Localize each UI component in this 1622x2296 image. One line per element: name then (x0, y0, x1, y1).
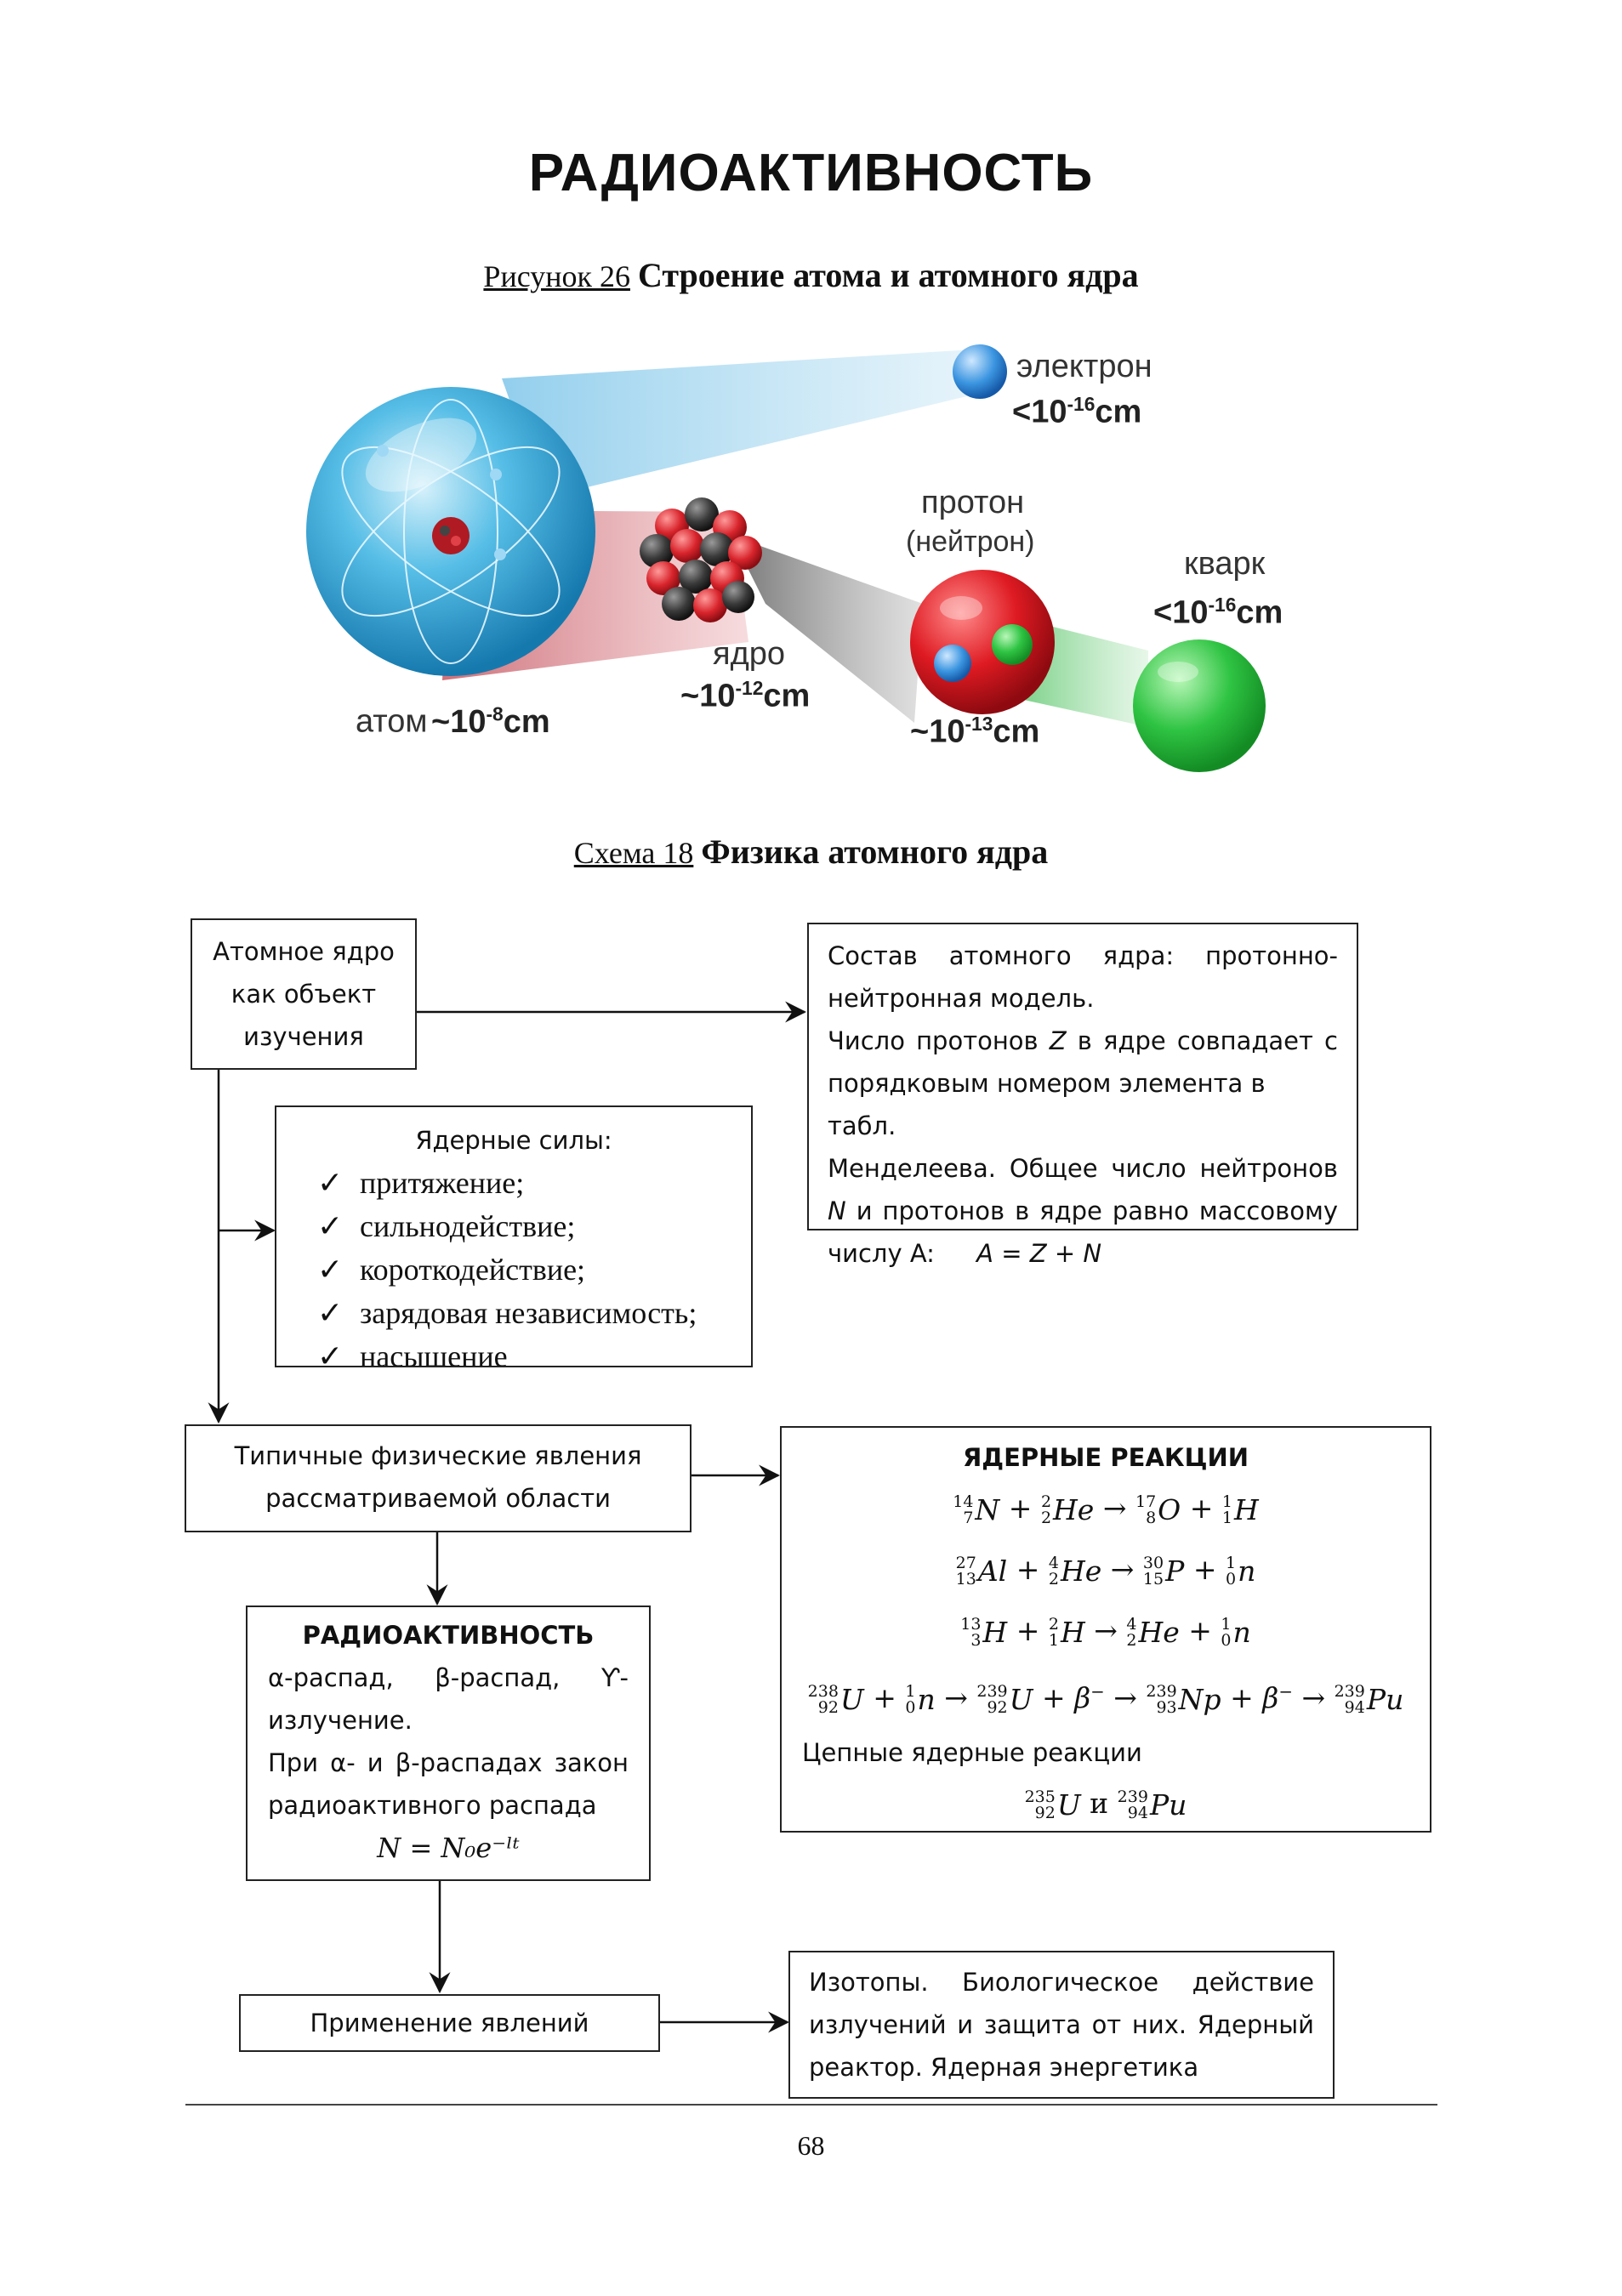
atom-sphere (306, 387, 595, 676)
check-icon: ✓ (317, 1166, 344, 1200)
composition-line-7: числу A: A = Z + N (828, 1239, 1102, 1268)
reactions-title: ЯДЕРНЫЕ РЕАКЦИИ (962, 1443, 1249, 1472)
forces-title: Ядерные силы: (415, 1126, 612, 1155)
box-radioactivity: РАДИОАКТИВНОСТЬ α-распад,β-распад,Ƴ- изл… (246, 1605, 651, 1881)
forces-item: ✓притяжение; (317, 1162, 751, 1205)
decay-law-formula: N = N₀e⁻ˡᵗ (377, 1832, 520, 1864)
quark-label: кварк (1184, 546, 1266, 582)
chain-reactions-label: Цепные ядерные реакции (802, 1738, 1142, 1767)
forces-list: ✓притяжение; ✓сильнодействие; ✓короткоде… (317, 1162, 751, 1367)
box-typical-phenomena: Типичные физические явления рассматривае… (185, 1424, 691, 1532)
electron-sphere (953, 344, 1007, 399)
figure-caption-label: Рисунок 26 (483, 259, 630, 293)
phenomena-line: Типичные физические явления (234, 1441, 642, 1470)
box-nuclear-forces: Ядерные силы: ✓притяжение; ✓сильнодейств… (275, 1105, 753, 1367)
mass-number-formula: A = Z + N (976, 1239, 1102, 1268)
box-object-line: изучения (243, 1022, 364, 1051)
phenomena-line: рассматриваемой области (265, 1484, 611, 1513)
quark-size: <10-16cm (1153, 594, 1283, 631)
radio-line-1: α-распад,β-распад,Ƴ- (268, 1663, 629, 1692)
scheme-caption-title: Физика атомного ядра (701, 833, 1049, 871)
quark-sphere (1133, 639, 1266, 772)
radio-line-2: излучение. (268, 1706, 413, 1735)
forces-item: ✓сильнодействие; (317, 1205, 751, 1248)
check-icon: ✓ (317, 1209, 344, 1243)
proton-sphere (910, 570, 1055, 714)
neutron-label: (нейтрон) (906, 526, 1035, 558)
box-object-line: как объект (230, 980, 377, 1009)
page-number: 68 (797, 2130, 825, 2161)
atom-size-label: атом ~10-8cm (356, 702, 550, 740)
nucleus-label: ядро (713, 636, 786, 672)
composition-line-4: порядковым номером элемента в табл. (828, 1069, 1266, 1140)
scheme-caption-label: Схема 18 (573, 836, 694, 870)
proton-beam (731, 536, 923, 723)
isotopes-line-3: реактор. Ядерная энергетика (809, 2053, 1199, 2082)
box-object-line: Атомное ядро (213, 937, 395, 966)
electron-size: <10-16cm (1012, 393, 1142, 430)
proton-size: ~10-13cm (910, 713, 1040, 750)
check-icon: ✓ (317, 1296, 344, 1330)
scheme-caption: Схема 18 Физика атомного ядра (0, 832, 1622, 872)
forces-item: ✓насыщение (317, 1335, 751, 1367)
composition-line-2: нейтронная модель. (828, 984, 1095, 1013)
nucleus-size: ~10-12cm (680, 677, 811, 714)
footer-rule (185, 2104, 1437, 2106)
electron-label: электрон (1016, 349, 1152, 384)
forces-item: ✓зарядовая независимость; (317, 1292, 751, 1335)
radio-line-4: радиоактивного распада (268, 1791, 597, 1820)
check-icon: ✓ (317, 1339, 344, 1367)
box-nucleus-object: Атомное ядро как объект изучения (191, 918, 417, 1070)
forces-item: ✓короткодействие; (317, 1248, 751, 1292)
nucleus-cluster (640, 497, 762, 622)
electron-beam (502, 349, 988, 497)
proton-label: протон (921, 485, 1025, 520)
box-application: Применение явлений (239, 1994, 660, 2052)
atom-structure-illustration (306, 344, 1266, 772)
radio-title: РАДИОАКТИВНОСТЬ (302, 1621, 595, 1650)
figure-caption-title: Строение атома и атомного ядра (637, 256, 1139, 294)
check-icon: ✓ (317, 1253, 344, 1287)
figure-caption: Рисунок 26 Строение атома и атомного ядр… (0, 255, 1622, 295)
page-title: РАДИОАКТИВНОСТЬ (528, 144, 1094, 202)
